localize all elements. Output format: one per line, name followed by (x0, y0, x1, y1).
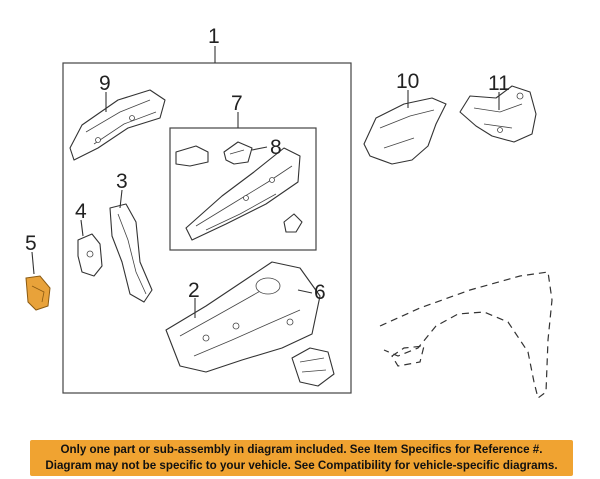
part-8-gusset (223, 141, 253, 165)
part-10-fender-liner (363, 97, 447, 165)
group-7-frame (169, 127, 317, 251)
part-9-upper-rail (69, 89, 166, 161)
leader-lines (31, 46, 500, 318)
part-3-reinforcement (109, 203, 153, 303)
callout-3: 3 (116, 170, 128, 193)
part-11-bracket (459, 85, 537, 143)
part-6-lower-bracket (291, 347, 335, 387)
callout-1: 1 (208, 25, 220, 48)
callout-4: 4 (75, 200, 87, 223)
part-7-rail-assembly (175, 145, 303, 241)
notice-line-1: Only one part or sub-assembly in diagram… (60, 443, 543, 456)
group-1-frame (62, 62, 352, 394)
part-5-highlighted-bracket (25, 275, 51, 311)
callout-7: 7 (231, 92, 243, 115)
parts-diagram: 1 2 3 4 5 6 7 8 9 10 11 (25, 25, 553, 400)
notice-banner: Only one part or sub-assembly in diagram… (30, 440, 573, 476)
callout-9: 9 (99, 72, 111, 95)
callout-10: 10 (396, 70, 419, 93)
callout-6: 6 (314, 281, 326, 304)
callout-11: 11 (488, 72, 510, 95)
callout-5: 5 (25, 232, 37, 255)
part-4-bracket (77, 233, 103, 277)
notice-line-2: Diagram may not be specific to your vehi… (45, 459, 558, 472)
fender-outline (379, 271, 553, 400)
part-2-apron (165, 261, 321, 373)
callout-2: 2 (188, 279, 200, 302)
callout-8: 8 (270, 136, 282, 159)
